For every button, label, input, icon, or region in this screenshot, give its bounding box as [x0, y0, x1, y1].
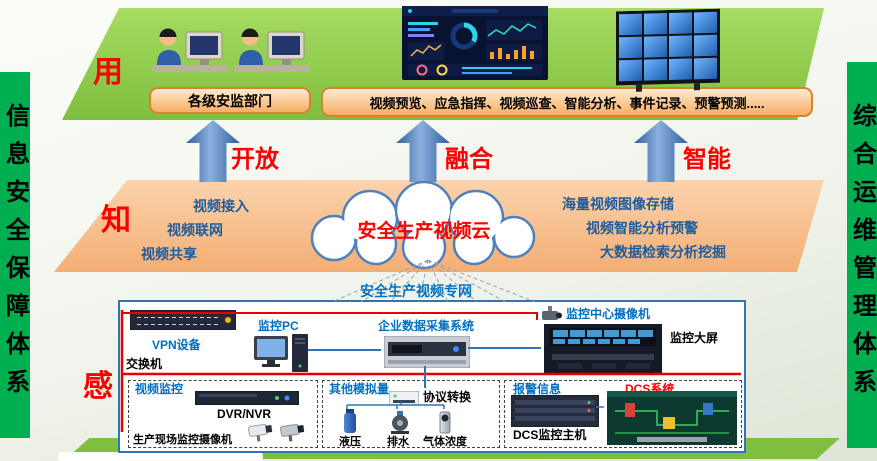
network-switch-icon: [130, 310, 236, 330]
cctv-camera-icon: [280, 423, 305, 442]
rack-server-icon: [511, 395, 599, 427]
capability-ai-alert: 视频智能分析预警: [586, 220, 698, 236]
left-system-banner: 信息安全保障体系: [0, 72, 30, 438]
big-screen-label: 监控大屏: [670, 331, 719, 345]
analytics-dashboard-icon: [402, 6, 548, 80]
field-cameras-label: 生产现场监控摄像机: [133, 434, 232, 446]
dcs-host-label: DCS监控主机: [513, 428, 587, 442]
sensor-label-hydraulic: 液压: [339, 436, 361, 448]
switch-label: 交换机: [126, 357, 163, 371]
daq-system-label: 企业数据采集系统: [378, 319, 475, 333]
video-group-title: 视频监控: [135, 382, 184, 396]
desktop-pc-icon: [254, 334, 308, 372]
cloud-title: 安全生产视频云: [357, 220, 491, 242]
platform-functions-box: 视频预览、应急指挥、视频巡查、智能分析、事件记录、预警预测.....: [321, 87, 813, 117]
dvr-nvr-label: DVR/NVR: [217, 407, 272, 421]
alarm-group-title: 报警信息: [513, 382, 562, 396]
hydraulic-sensor-icon: [344, 409, 356, 433]
slide-edge-artifact: [58, 452, 263, 461]
video-cloud: 安全生产视频云: [284, 180, 564, 271]
operators-at-computers-icon: [151, 28, 311, 73]
arrow-label-fusion: 融合: [445, 146, 493, 173]
arrow-label-intelligent: 智能: [683, 146, 731, 173]
capability-video-share: 视频共享: [141, 246, 197, 262]
dcs-hmi-screenshot: [607, 391, 737, 445]
field-network-box: VPN设备 交换机 监控PC 企业数据采集系统: [118, 300, 746, 453]
center-camera-label: 监控中心摄像机: [566, 307, 651, 321]
drain-pump-sensor-icon: [391, 411, 409, 434]
capability-video-access: 视频接入: [193, 198, 249, 214]
arrow-label-open: 开放: [231, 146, 279, 173]
dcs-alarm-group: 报警信息 DCS系统 DCS监控主机: [504, 380, 742, 448]
capability-bigdata-mining: 大数据检索分析挖掘: [600, 244, 726, 260]
up-arrow-fusion: [396, 120, 450, 182]
industrial-computer-icon: [384, 336, 470, 368]
protocol-converter-label: 协议转换: [423, 390, 472, 404]
analog-signals-group: 其他模拟量 协议转换: [322, 380, 500, 448]
safety-dept-box: 各级安监部门: [149, 87, 311, 114]
sense-tag: 感: [83, 370, 113, 403]
monitor-pc-label: 监控PC: [258, 319, 299, 333]
capability-video-network: 视频联网: [167, 222, 223, 238]
dvr-nvr-icon: [195, 391, 299, 405]
right-system-banner: 综合运维管理体系: [847, 62, 877, 448]
video-wall-icon: [616, 8, 720, 92]
capability-mass-storage: 海量视频图像存储: [562, 196, 674, 212]
up-arrow-intelligent: [634, 120, 688, 182]
video-surveillance-group: 视频监控 DVR/NVR: [128, 380, 318, 448]
sensor-label-drain: 排水: [387, 436, 409, 448]
private-network-label: 安全生产视频专网: [360, 283, 472, 299]
know-tag: 知: [101, 204, 131, 237]
cctv-camera-icon: [248, 423, 273, 442]
sensor-label-gas: 气体浓度: [423, 436, 467, 448]
gas-sensor-icon: [439, 411, 451, 434]
control-room-photo: [544, 324, 662, 374]
use-tag: 用: [93, 56, 123, 89]
ptz-camera-icon: [542, 306, 562, 320]
vpn-device-label: VPN设备: [152, 338, 201, 352]
analog-group-title: 其他模拟量: [329, 382, 390, 396]
protocol-converter-icon: [389, 391, 419, 405]
